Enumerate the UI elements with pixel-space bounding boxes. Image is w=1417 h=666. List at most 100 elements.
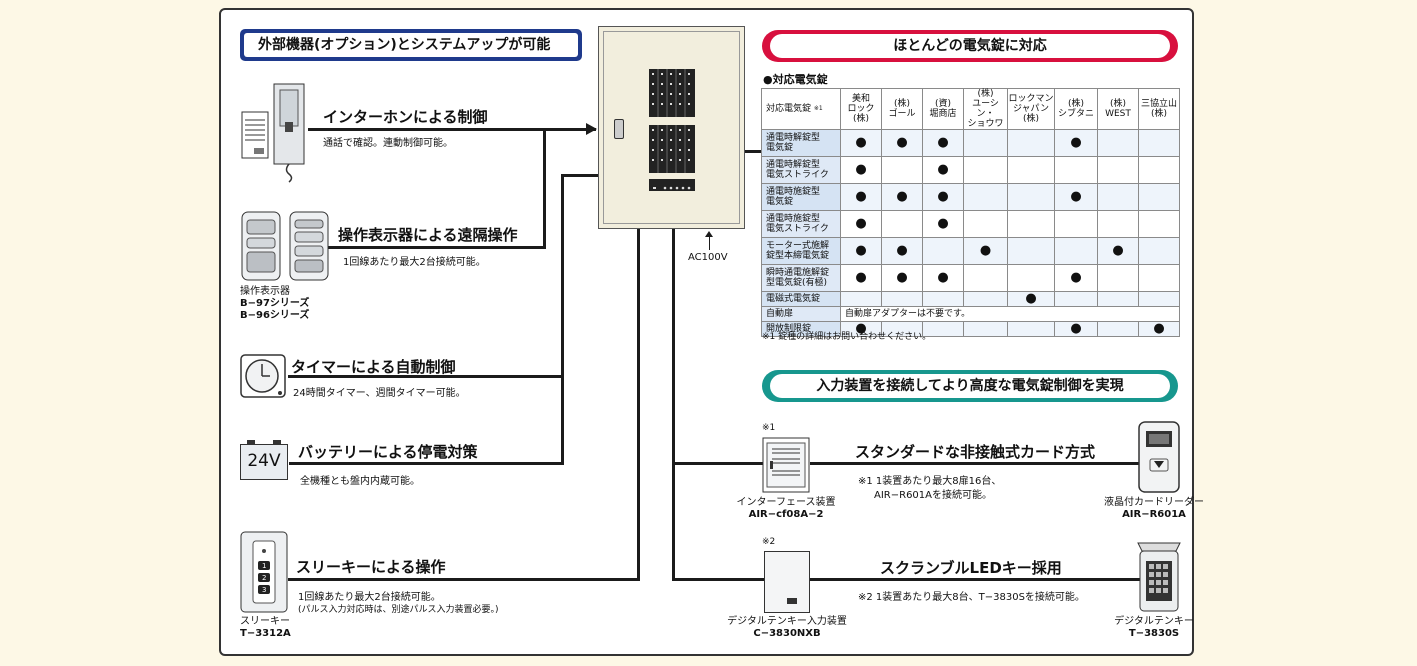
remote-line	[328, 246, 546, 249]
empty-cell	[881, 156, 923, 184]
empty-cell	[881, 291, 923, 307]
col-header: ロックマンジャパン(株)	[1007, 88, 1055, 130]
threekey-vertical-line	[637, 228, 640, 581]
support-dot-cell: ●	[1138, 320, 1180, 337]
ac-arrow-icon	[705, 231, 713, 237]
empty-cell	[881, 210, 923, 238]
support-dot: ●	[1153, 320, 1165, 336]
support-dot: ●	[1070, 134, 1082, 150]
support-dot-cell: ●	[840, 264, 882, 292]
table-footnote: ※1 錠種の詳細はお問い合わせください。	[762, 332, 932, 342]
empty-cell	[1007, 321, 1055, 337]
card-note-1: ※1 1装置あたり最大8扉16台、	[858, 476, 1002, 487]
reader-caption-1: 液晶付カードリーダー	[1104, 497, 1204, 508]
digital-tenkey-icon	[1136, 537, 1182, 613]
empty-cell	[1007, 237, 1055, 265]
empty-cell	[1138, 264, 1180, 292]
tenkey-caption-2: T−3830S	[1128, 628, 1180, 639]
support-dot: ●	[937, 269, 949, 285]
empty-cell	[1138, 156, 1180, 184]
empty-cell	[1007, 264, 1055, 292]
empty-cell	[1097, 291, 1139, 307]
support-dot: ●	[855, 215, 867, 231]
right-title: ほとんどの電気錠に対応	[770, 34, 1170, 58]
right-title-banner: ほとんどの電気錠に対応	[762, 30, 1178, 62]
row-label: モーター式施解錠型本締電気錠	[761, 237, 841, 265]
table-body: 通電時解錠型電気錠●●●●通電時解錠型電気ストライク●●通電時施錠型電気錠●●●…	[761, 129, 1180, 337]
ac-label: AC100V	[688, 252, 728, 263]
empty-cell	[922, 237, 964, 265]
tenkey-input-caption-1: デジタルテンキー入力装置	[727, 616, 847, 627]
row-label-line: 電気錠	[766, 143, 794, 153]
support-dot: ●	[1070, 188, 1082, 204]
support-dot: ●	[855, 269, 867, 285]
tenkey-caption-1: デジタルテンキー	[1114, 616, 1194, 627]
panel-module-top	[649, 69, 695, 117]
support-dot: ●	[937, 134, 949, 150]
row-label-line: 通電時解錠型	[766, 160, 821, 170]
col-header: (株)ゴール	[881, 88, 923, 130]
support-dot-cell: ●	[840, 210, 882, 238]
table-row: 通電時施錠型電気錠●●●●	[761, 183, 1180, 211]
unit-badge	[787, 598, 797, 604]
tenkey-heading: スクランブルLEDキー採用	[880, 559, 1062, 577]
empty-cell	[1007, 183, 1055, 211]
support-dot: ●	[896, 269, 908, 285]
row-label-line: 電気錠	[766, 197, 794, 207]
threekey-line	[288, 578, 640, 581]
col-header: (株)WEST	[1097, 88, 1139, 130]
table-link-line	[745, 150, 761, 153]
table-row: モーター式施解錠型本締電気錠●●●●	[761, 237, 1180, 265]
interface-unit-icon	[762, 437, 810, 493]
support-dot-cell: ●	[1097, 237, 1139, 265]
empty-cell	[1054, 237, 1098, 265]
empty-cell	[963, 129, 1008, 157]
timer-icon	[240, 354, 286, 398]
lock-compat-table: 対応電気錠 ※1 美和ロック(株) (株)ゴール (資)堀商店 (株)ユーシン・…	[761, 88, 1180, 337]
empty-cell	[963, 291, 1008, 307]
tenkey-input-unit-icon	[764, 551, 810, 613]
input-vertical-line	[672, 228, 675, 581]
empty-cell	[922, 291, 964, 307]
table-row: 通電時施錠型電気ストライク●●	[761, 210, 1180, 238]
table-row: 開放制限錠 ● ● ●	[761, 320, 1180, 337]
support-dot-cell: ●	[840, 237, 882, 265]
iface-caption-2: AIR−cf08A−2	[748, 509, 824, 520]
table-corner-note: ※1	[813, 105, 823, 112]
row-label-line: モーター式施解	[766, 241, 830, 251]
support-dot: ●	[896, 134, 908, 150]
threekey-heading: スリーキーによる操作	[296, 558, 446, 576]
row-label: 通電時施錠型電気錠	[761, 183, 841, 211]
tenkey-note: ※2 1装置あたり最大8台、T−3830Sを接続可能。	[858, 592, 1085, 603]
tenkey-caption: デジタルテンキー T−3830S	[1094, 616, 1214, 640]
threekey-caption-2: T−3312A	[240, 628, 291, 639]
table-corner: 対応電気錠 ※1	[761, 88, 841, 130]
iface-line	[672, 462, 764, 465]
threekey-caption: スリーキー T−3312A	[240, 616, 291, 640]
battery-line	[289, 462, 564, 465]
support-dot-cell: ●	[840, 156, 882, 184]
support-dot: ●	[855, 320, 867, 336]
row-label: 通電時解錠型電気ストライク	[761, 156, 841, 184]
intercom-icon	[240, 82, 308, 184]
row-label: 通電時施錠型電気ストライク	[761, 210, 841, 238]
table-row: 通電時解錠型電気錠●●●●	[761, 129, 1180, 157]
card-mark: ※1	[762, 423, 776, 433]
table-row: 自動扉自動扉アダプターは不要です。	[761, 306, 1180, 322]
row-label: 開放制限錠	[761, 321, 841, 337]
empty-cell	[1138, 291, 1180, 307]
remote-caption-3: B−96シリーズ	[240, 310, 310, 321]
row-label: 電磁式電気錠	[761, 291, 841, 307]
empty-cell	[963, 264, 1008, 292]
support-dot-cell: ●	[1054, 321, 1098, 337]
threekey-caption-1: スリーキー	[240, 616, 290, 627]
row-label-line: 通電時施錠型	[766, 187, 821, 197]
table-row: 通電時解錠型電気ストライク●●	[761, 156, 1180, 184]
empty-cell	[1138, 183, 1180, 211]
row-label-line: 瞬時通電施解錠	[766, 268, 830, 278]
support-dot: ●	[979, 242, 992, 258]
empty-cell	[1007, 156, 1055, 184]
ac-line	[709, 234, 710, 250]
card-reader-icon	[1138, 421, 1180, 493]
timer-line	[288, 375, 564, 378]
